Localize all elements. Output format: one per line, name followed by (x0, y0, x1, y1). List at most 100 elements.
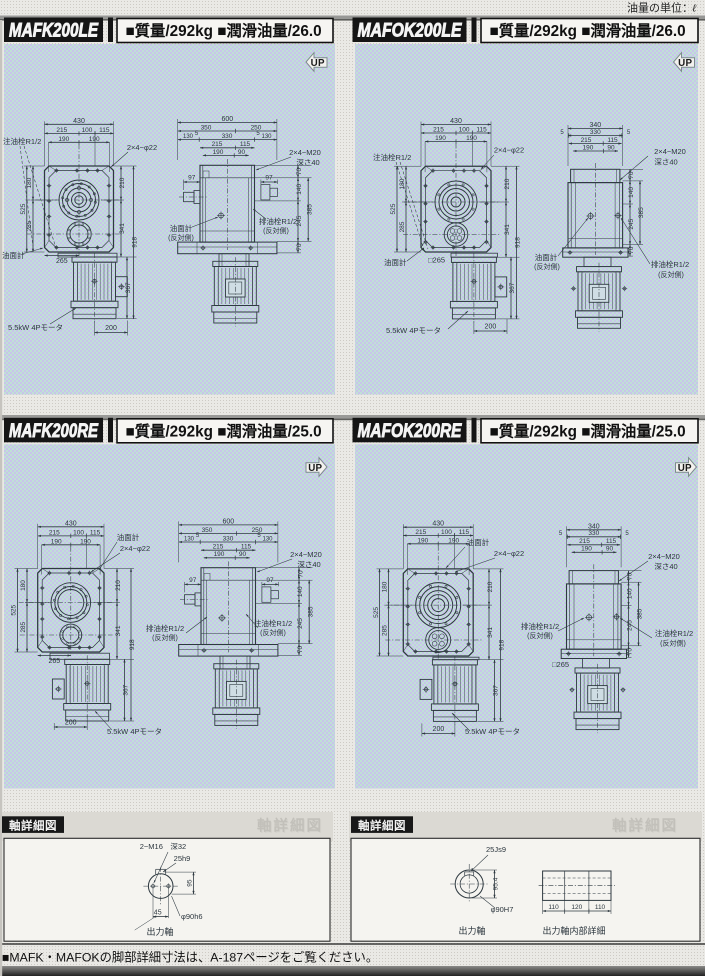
svg-text:190: 190 (448, 537, 459, 544)
svg-text:430: 430 (432, 521, 444, 528)
svg-text:100: 100 (441, 529, 452, 536)
svg-text:90: 90 (606, 546, 614, 553)
svg-text:180: 180 (382, 581, 389, 592)
svg-text:190: 190 (89, 136, 100, 143)
svg-text:70: 70 (627, 572, 634, 580)
svg-text:MAFK200RE: MAFK200RE (9, 420, 99, 442)
svg-text:UP: UP (311, 58, 325, 69)
svg-text:918: 918 (499, 639, 506, 650)
svg-text:100: 100 (82, 127, 93, 134)
svg-text:430: 430 (73, 118, 85, 125)
svg-text:215: 215 (56, 127, 67, 134)
svg-text:285: 285 (382, 625, 389, 636)
svg-text:5: 5 (257, 533, 261, 539)
svg-text:90: 90 (238, 149, 246, 156)
svg-text:45: 45 (154, 910, 162, 917)
svg-text:油面計: 油面計 (117, 532, 140, 542)
svg-text:190: 190 (214, 551, 225, 558)
svg-text:(反対側): (反対側) (658, 270, 684, 279)
svg-text:367: 367 (125, 282, 132, 293)
svg-text:5: 5 (256, 131, 260, 137)
svg-text:115: 115 (90, 529, 101, 536)
svg-text:(反対側): (反対側) (260, 628, 286, 637)
svg-text:115: 115 (99, 127, 110, 134)
svg-text:330: 330 (588, 530, 599, 537)
svg-text:190: 190 (583, 144, 594, 151)
svg-text:油面計: 油面計 (467, 537, 490, 547)
svg-text:190: 190 (466, 135, 477, 142)
svg-text:245: 245 (297, 618, 304, 629)
svg-text:排油栓R1/2: 排油栓R1/2 (259, 216, 297, 226)
svg-text:115: 115 (459, 529, 470, 536)
svg-text:600: 600 (222, 518, 234, 525)
svg-text:140: 140 (628, 187, 635, 198)
svg-text:215: 215 (415, 529, 426, 536)
svg-text:215: 215 (581, 137, 592, 144)
svg-text:UP: UP (308, 463, 322, 474)
svg-text:190: 190 (435, 135, 446, 142)
svg-text:軸詳細図: 軸詳細図 (258, 818, 324, 836)
svg-text:排油栓R1/2: 排油栓R1/2 (651, 259, 689, 269)
svg-text:115: 115 (476, 127, 487, 134)
svg-text:130: 130 (261, 134, 272, 140)
svg-text:UP: UP (678, 58, 692, 69)
svg-text:MAFOK200RE: MAFOK200RE (358, 420, 463, 442)
svg-text:210: 210 (119, 177, 126, 188)
svg-text:341: 341 (504, 224, 511, 235)
svg-text:245: 245 (296, 215, 303, 226)
svg-text:軸詳細図: 軸詳細図 (257, 817, 323, 835)
svg-text:軸詳細図: 軸詳細図 (9, 819, 57, 833)
svg-text:100: 100 (73, 529, 84, 536)
svg-text:180: 180 (26, 177, 33, 188)
svg-text:70: 70 (627, 648, 634, 656)
svg-text:190: 190 (80, 538, 91, 545)
svg-text:110: 110 (548, 904, 559, 911)
svg-text:5: 5 (196, 533, 200, 539)
svg-text:深さ40: 深さ40 (296, 158, 319, 167)
svg-text:341: 341 (115, 625, 122, 636)
svg-text:210: 210 (504, 178, 511, 189)
svg-text:MAFK200LE: MAFK200LE (9, 20, 99, 42)
svg-text:注油栓R1/2: 注油栓R1/2 (373, 152, 411, 162)
svg-text:525: 525 (20, 203, 27, 214)
svg-text:軸詳細図: 軸詳細図 (358, 819, 406, 833)
svg-text:ℓ: ℓ (692, 4, 697, 15)
svg-text:340: 340 (588, 523, 600, 530)
svg-text:注油栓R1/2: 注油栓R1/2 (254, 618, 292, 628)
svg-text:918: 918 (515, 237, 522, 248)
svg-text:115: 115 (240, 141, 251, 148)
svg-text:600: 600 (221, 116, 233, 123)
svg-text:190: 190 (213, 149, 224, 156)
svg-text:排油栓R1/2: 排油栓R1/2 (521, 621, 559, 631)
svg-text:385: 385 (638, 207, 645, 218)
svg-text:5.5kW 4Pモータ: 5.5kW 4Pモータ (465, 727, 520, 736)
svg-text:367: 367 (493, 685, 500, 696)
svg-text:出力軸: 出力軸 (458, 925, 485, 936)
svg-text:■MAFK・MAFOKの脚部詳細寸法は、A-187ページをご: ■MAFK・MAFOKの脚部詳細寸法は、A-187ページをご覧ください。 (2, 950, 378, 965)
svg-text:MAFOK200LE: MAFOK200LE (358, 20, 463, 42)
svg-text:5: 5 (625, 531, 629, 537)
svg-text:200: 200 (65, 720, 77, 727)
svg-text:100: 100 (459, 127, 470, 134)
svg-text:70: 70 (628, 171, 635, 179)
svg-text:385: 385 (637, 608, 644, 619)
svg-text:367: 367 (509, 282, 516, 293)
svg-text:330: 330 (222, 133, 233, 140)
svg-text:350: 350 (201, 125, 212, 132)
svg-text:φ90h6: φ90h6 (181, 912, 203, 921)
svg-text:190: 190 (58, 136, 69, 143)
svg-text:70: 70 (296, 243, 303, 251)
svg-text:215: 215 (49, 529, 60, 536)
svg-text:90: 90 (239, 551, 247, 558)
svg-text:2×4−φ22: 2×4−φ22 (494, 549, 524, 558)
svg-text:250: 250 (251, 125, 262, 132)
svg-text:341: 341 (487, 627, 494, 638)
svg-text:190: 190 (51, 538, 62, 545)
svg-text:70: 70 (628, 246, 635, 254)
svg-text:200: 200 (105, 325, 117, 332)
svg-text:5.5kW 4Pモータ: 5.5kW 4Pモータ (8, 323, 63, 332)
svg-text:油面計: 油面計 (535, 252, 558, 262)
svg-text:油面計: 油面計 (2, 250, 25, 260)
svg-text:918: 918 (132, 237, 139, 248)
svg-text:250: 250 (252, 527, 263, 534)
